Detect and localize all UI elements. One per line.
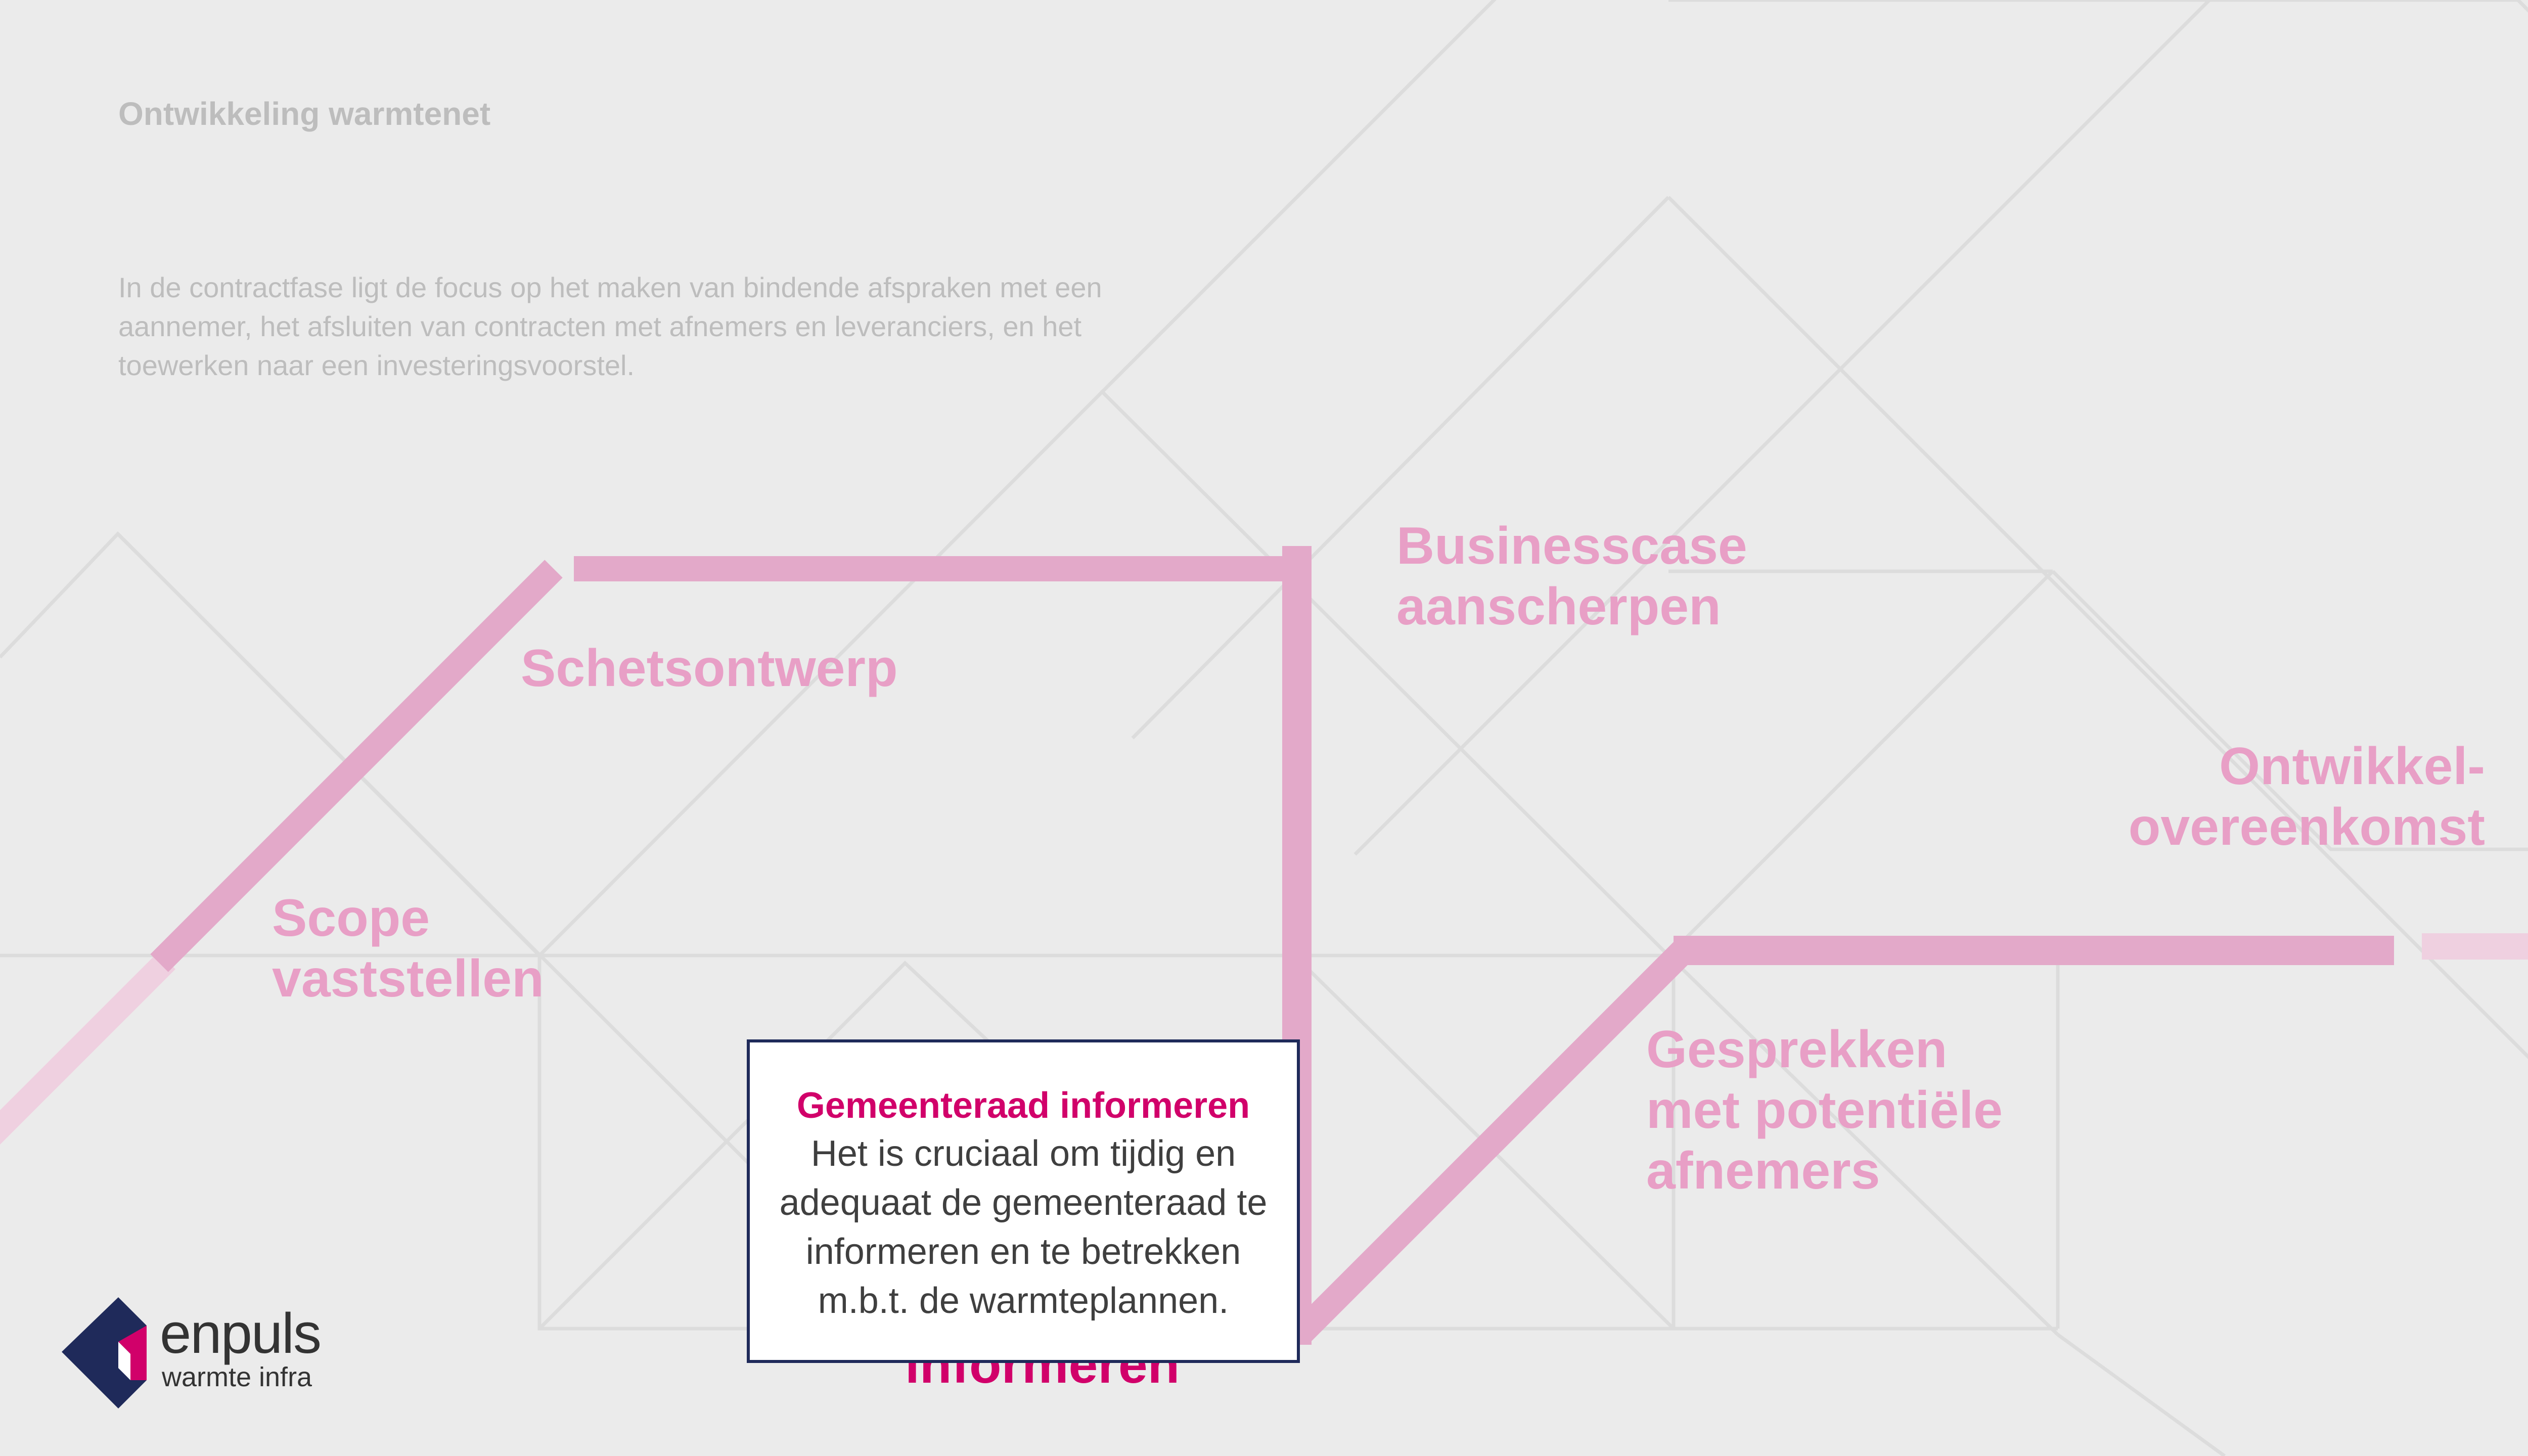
step-label-line: vaststellen <box>272 949 544 1008</box>
step-gesprekken-afnemers[interactable]: Gesprekken met potentiële afnemers <box>1646 1019 2003 1201</box>
enpuls-logo: enpuls warmte infra <box>61 1294 344 1416</box>
step-businesscase-aanscherpen[interactable]: Businesscase aanscherpen <box>1396 516 1747 637</box>
info-popup-gemeenteraad: Gemeenteraad informeren Het is cruciaal … <box>747 1039 1300 1363</box>
popup-body: Het is cruciaal om tijdig en adequaat de… <box>779 1133 1268 1321</box>
intro-text: In de contractfase ligt de focus op het … <box>118 271 1102 381</box>
step-label-line: overeenkomst <box>2128 798 2485 856</box>
step-label-line: aanscherpen <box>1396 577 1721 636</box>
logo-subtitle: warmte infra <box>162 1362 312 1392</box>
route-faded-start <box>0 952 175 1145</box>
route-segment-scope <box>150 560 563 972</box>
enpuls-logo-mark <box>62 1297 147 1408</box>
step-label-line: Businesscase <box>1396 517 1747 575</box>
popup-title: Gemeenteraad informeren <box>796 1085 1250 1126</box>
step-label-line: Ontwikkel- <box>2219 737 2485 796</box>
step-label-line: afnemers <box>1646 1142 1880 1200</box>
step-label-line: Scope <box>272 889 430 947</box>
step-scope-vaststellen[interactable]: Scope vaststellen <box>272 888 544 1009</box>
logo-wordmark: enpuls <box>160 1302 322 1365</box>
step-schetsontwerp[interactable]: Schetsontwerp <box>521 638 897 699</box>
page-title: Ontwikkeling warmtenet <box>118 96 491 132</box>
route-segment-gemeenteraad <box>1290 941 1693 1344</box>
step-label-line: met potentiële <box>1646 1081 2003 1140</box>
step-label-line: Gesprekken <box>1646 1020 1948 1079</box>
step-ontwikkelovereenkomst[interactable]: Ontwikkel- overeenkomst <box>2129 736 2485 857</box>
step-label-line: Schetsontwerp <box>521 639 898 698</box>
